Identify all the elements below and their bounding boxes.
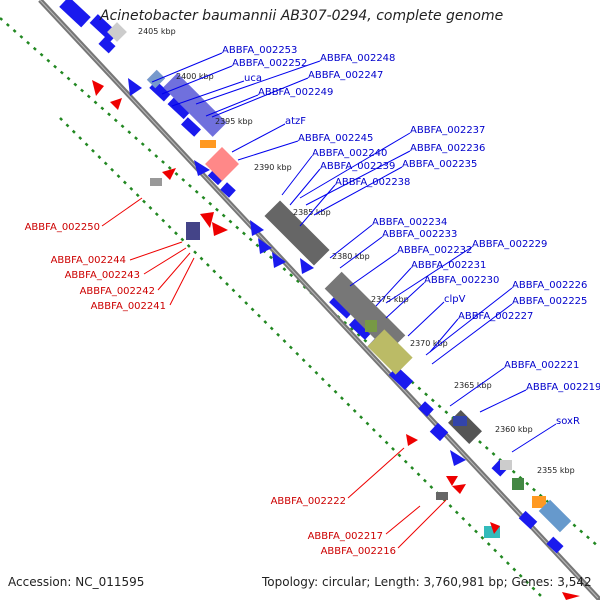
gene-label[interactable]: uca [244, 73, 262, 84]
tick-label: 2390 kbp [254, 163, 292, 172]
tick-label: 2370 kbp [410, 339, 448, 348]
gene-label[interactable]: ABBFA_002229 [472, 239, 547, 250]
tick-labels: 2405 kbp 2400 kbp 2395 kbp 2390 kbp 2385… [138, 27, 575, 475]
gene-label[interactable]: ABBFA_002244 [51, 255, 126, 266]
gene-label[interactable]: ABBFA_002236 [410, 143, 485, 154]
gene-label[interactable]: ABBFA_002248 [320, 53, 395, 64]
gene-label[interactable]: ABBFA_002247 [308, 70, 383, 81]
tick-label: 2380 kbp [332, 252, 370, 261]
gene-label[interactable]: ABBFA_002252 [232, 58, 307, 69]
gene-label[interactable]: ABBFA_002237 [410, 125, 485, 136]
gene-label[interactable]: ABBFA_002242 [80, 286, 155, 297]
gene-label[interactable]: ABBFA_002234 [372, 217, 447, 228]
tick-label: 2360 kbp [495, 425, 533, 434]
reverse-leaders [101, 197, 447, 549]
gene-label[interactable]: ABBFA_002245 [298, 133, 373, 144]
forward-gene-labels: ABBFA_002253 ABBFA_002252 uca ABBFA_0022… [222, 45, 600, 427]
gene-label[interactable]: ABBFA_002230 [424, 275, 499, 286]
gene-label[interactable]: ABBFA_002243 [65, 270, 140, 281]
inner-guide-line [59, 117, 546, 600]
gene-label[interactable]: atzF [285, 116, 306, 127]
gene-label[interactable]: ABBFA_002239 [320, 161, 395, 172]
gene-label[interactable]: ABBFA_002238 [335, 177, 410, 188]
gene-label[interactable]: ABBFA_002235 [402, 159, 477, 170]
gene-label[interactable]: soxR [556, 416, 580, 427]
gene-label[interactable]: ABBFA_002219 [526, 382, 600, 393]
gene-label[interactable]: ABBFA_002216 [321, 546, 396, 557]
gene-label[interactable]: ABBFA_002222 [271, 496, 346, 507]
tick-label: 2375 kbp [371, 295, 409, 304]
gene-label[interactable]: ABBFA_002253 [222, 45, 297, 56]
reverse-features [92, 80, 580, 600]
tick-label: 2365 kbp [454, 381, 492, 390]
genome-backbone-highlight [39, 0, 599, 599]
accession-text: Accession: NC_011595 [8, 575, 145, 589]
genome-title: Acinetobacter baumannii AB307-0294, comp… [100, 8, 504, 24]
gene-label[interactable]: ABBFA_002249 [258, 87, 333, 98]
gene-label[interactable]: ABBFA_002233 [382, 229, 457, 240]
gene-label[interactable]: ABBFA_002240 [312, 148, 387, 159]
forward-leaders [151, 52, 557, 453]
reverse-gene-labels: ABBFA_002250 ABBFA_002244 ABBFA_002243 A… [25, 222, 396, 557]
gene-label[interactable]: ABBFA_002250 [25, 222, 100, 233]
gene-label[interactable]: ABBFA_002227 [458, 311, 533, 322]
outer-guide-line [0, 17, 600, 549]
tick-label: 2355 kbp [537, 466, 575, 475]
tick-label: 2400 kbp [176, 72, 214, 81]
gene-label[interactable]: ABBFA_002241 [91, 301, 166, 312]
gene-label[interactable]: ABBFA_002225 [512, 296, 587, 307]
feature-blocks [107, 22, 572, 538]
gene-label[interactable]: ABBFA_002217 [308, 531, 383, 542]
gene-label[interactable]: ABBFA_002221 [504, 360, 579, 371]
tick-label: 2395 kbp [215, 117, 253, 126]
gene-label[interactable]: ABBFA_002226 [512, 280, 587, 291]
gene-label[interactable]: ABBFA_002232 [397, 245, 472, 256]
tick-label: 2405 kbp [138, 27, 176, 36]
gene-label[interactable]: ABBFA_002231 [411, 260, 486, 271]
topology-text: Topology: circular; Length: 3,760,981 bp… [262, 575, 592, 589]
gene-label[interactable]: clpV [444, 294, 466, 305]
